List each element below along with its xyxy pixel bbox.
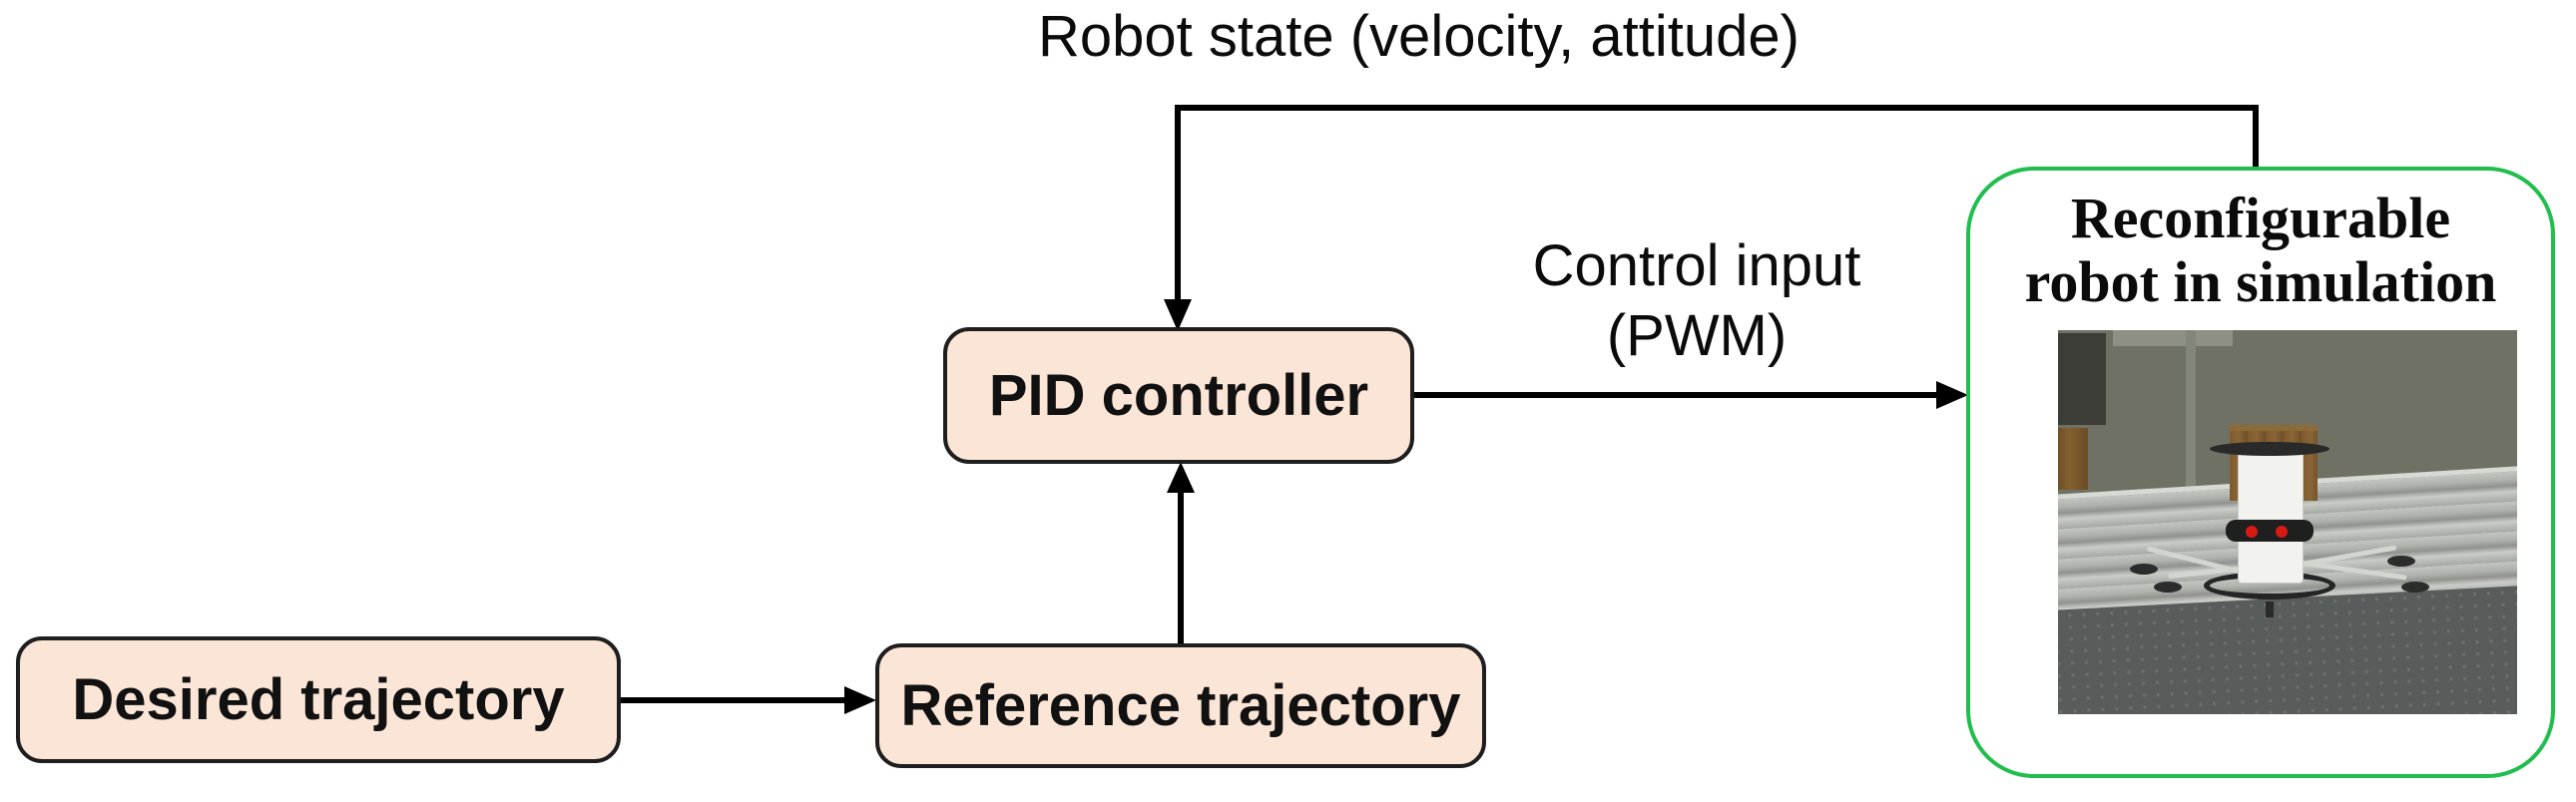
robot-led-icon xyxy=(2246,526,2258,538)
node-desired-trajectory: Desired trajectory xyxy=(16,636,621,763)
node-desired-trajectory-label: Desired trajectory xyxy=(72,667,565,732)
robot-rotor xyxy=(2401,582,2429,593)
sim-doorway xyxy=(2058,333,2106,425)
robot-rotor xyxy=(2154,582,2182,593)
sim-crate-left xyxy=(2058,428,2088,490)
arrowhead-right-icon xyxy=(1936,381,1968,409)
control-input-label: Control input (PWM) xyxy=(1437,231,1956,371)
robot-rotor xyxy=(2130,564,2158,575)
arrowhead-down-icon xyxy=(1164,299,1192,331)
reference-to-pid-connector xyxy=(1167,462,1195,645)
arrowhead-right-icon xyxy=(844,686,876,714)
robot-sensor-band xyxy=(2226,520,2314,542)
node-pid-controller-label: PID controller xyxy=(988,363,1369,428)
desired-to-reference-connector xyxy=(621,686,876,714)
robot-top-disc xyxy=(2210,442,2329,456)
node-reference-trajectory: Reference trajectory xyxy=(875,643,1486,768)
control-input-line1: Control input xyxy=(1532,233,1861,298)
node-pid-controller: PID controller xyxy=(943,327,1414,464)
robot-body-cylinder xyxy=(2238,450,2304,584)
sim-wall-corner xyxy=(2186,330,2196,500)
feedback-connector xyxy=(1164,105,2259,331)
simulation-title-line1: Reconfigurable xyxy=(2070,186,2451,250)
robot-rotor xyxy=(2387,556,2415,567)
robot-state-label: Robot state (velocity, attitude) xyxy=(1038,4,1800,69)
robot-led-icon xyxy=(2276,526,2288,538)
node-reference-trajectory-label: Reference trajectory xyxy=(900,673,1461,738)
simulation-title: Reconfigurable robot in simulation xyxy=(1970,187,2551,314)
simulation-title-line2: robot in simulation xyxy=(2024,249,2497,314)
sim-ceiling-edge xyxy=(2113,330,2233,346)
arrowhead-up-icon xyxy=(1167,462,1195,493)
simulation-screenshot xyxy=(2058,330,2517,714)
robot-base-post xyxy=(2266,602,2274,617)
control-input-line2: (PWM) xyxy=(1606,303,1788,368)
control-input-connector xyxy=(1414,381,1968,409)
node-reconfigurable-robot-simulation: Reconfigurable robot in simulation xyxy=(1966,167,2555,778)
